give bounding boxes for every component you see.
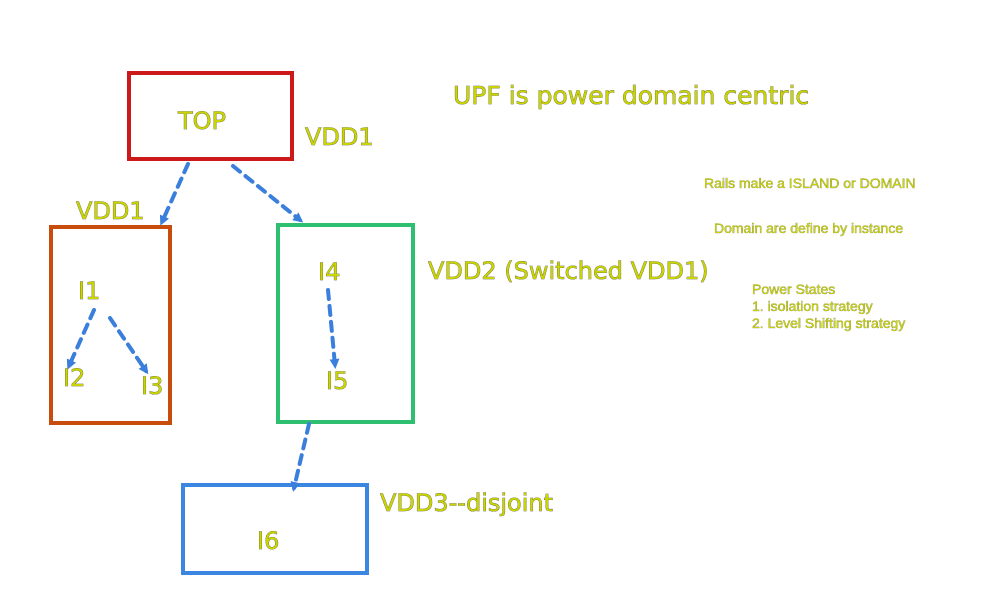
note-rails: Rails make a ISLAND or DOMAIN xyxy=(704,175,916,191)
domain-middle-label: VDD2 (Switched VDD1) xyxy=(428,257,709,285)
arrow-i4-to-i5 xyxy=(326,288,340,369)
node-i4-label: I4 xyxy=(318,258,340,286)
node-i3-label: I3 xyxy=(141,372,163,400)
node-i6-label: I6 xyxy=(257,527,279,555)
arrow-top-to-vdd2 xyxy=(231,164,304,223)
arrow-i1-to-i2 xyxy=(66,308,96,370)
domain-left-label: VDD1 xyxy=(76,197,145,225)
vdd3-domain-box xyxy=(181,483,369,575)
node-i1-label: I1 xyxy=(78,277,100,305)
arrow-i1-to-i3 xyxy=(108,316,149,375)
domain-top-label: VDD1 xyxy=(305,123,374,151)
node-i5-label: I5 xyxy=(326,367,348,395)
note-power-states-item-1: 1. isolation strategy xyxy=(752,298,873,314)
vdd2-domain-box xyxy=(276,223,415,424)
arrow-top-to-vdd1 xyxy=(159,162,190,226)
note-power-states-item-2: 2. Level Shifting strategy xyxy=(752,315,905,331)
node-top-label: TOP xyxy=(177,107,226,135)
arrow-vdd2-to-i6 xyxy=(290,422,311,492)
domain-bottom-label: VDD3--disjoint xyxy=(380,489,553,517)
note-domain-definition: Domain are define by instance xyxy=(714,220,903,236)
top-box xyxy=(127,71,294,161)
note-power-states-title: Power States xyxy=(752,281,835,297)
node-i2-label: I2 xyxy=(63,364,85,392)
diagram-title: UPF is power domain centric xyxy=(453,81,809,110)
vdd1-domain-box xyxy=(49,225,172,425)
